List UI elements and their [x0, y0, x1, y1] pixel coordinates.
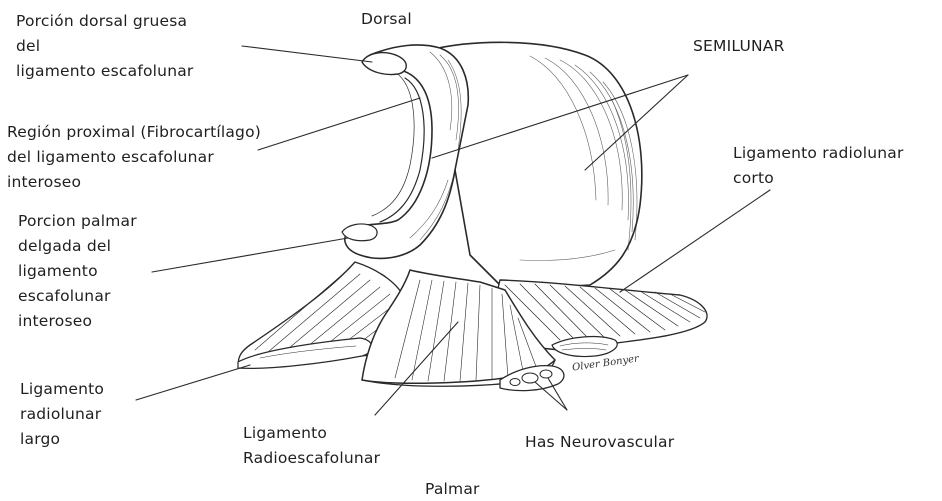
leader-dorsal-thick [242, 46, 372, 62]
label-line: largo [20, 427, 104, 452]
label-line: corto [733, 166, 904, 191]
label-line: Porción dorsal gruesa [16, 9, 194, 34]
label-palmar-text: Palmar [425, 477, 480, 501]
label-neurovascular: Has Neurovascular [525, 430, 674, 455]
label-dorsal: Dorsal [361, 7, 412, 32]
label-line: Región proximal (Fibrocartílago) [7, 120, 261, 145]
leader-proximal [258, 98, 420, 150]
label-neurovascular-text: Has Neurovascular [525, 430, 674, 455]
label-palmar-thin-portion: Porcion palmar delgada del ligamento esc… [18, 209, 137, 334]
label-dorsal-thick-portion: Porción dorsal gruesa del ligamento esca… [16, 9, 194, 84]
label-line: Ligamento [20, 377, 104, 402]
label-line: radiolunar [20, 402, 104, 427]
label-palmar: Palmar [425, 477, 480, 501]
label-line: Ligamento [243, 421, 380, 446]
label-line: ligamento escafolunar [16, 59, 194, 84]
label-line: del ligamento escafolunar [7, 145, 261, 170]
label-dorsal-text: Dorsal [361, 7, 412, 32]
label-line: interoseo [18, 309, 137, 334]
label-short-radiolunar: Ligamento radiolunar corto [733, 141, 904, 191]
leader-long-rl [136, 365, 250, 400]
label-line: interoseo [7, 170, 261, 195]
label-proximal-region: Región proximal (Fibrocartílago) del lig… [7, 120, 261, 195]
label-line: ligamento [18, 259, 137, 284]
leader-palmar-thin [152, 238, 348, 272]
label-long-radiolunar: Ligamento radiolunar largo [20, 377, 104, 452]
label-line: Radioescafolunar [243, 446, 380, 471]
label-semilunar-text: SEMILUNAR [693, 34, 785, 59]
label-semilunar: SEMILUNAR [693, 34, 785, 59]
label-line: Porcion palmar [18, 209, 137, 234]
label-line: del [16, 34, 194, 59]
label-radioscapholunate: Ligamento Radioescafolunar [243, 421, 380, 471]
label-line: Ligamento radiolunar [733, 141, 904, 166]
label-line: escafolunar [18, 284, 137, 309]
leader-short-rl [620, 190, 770, 292]
label-line: delgada del [18, 234, 137, 259]
